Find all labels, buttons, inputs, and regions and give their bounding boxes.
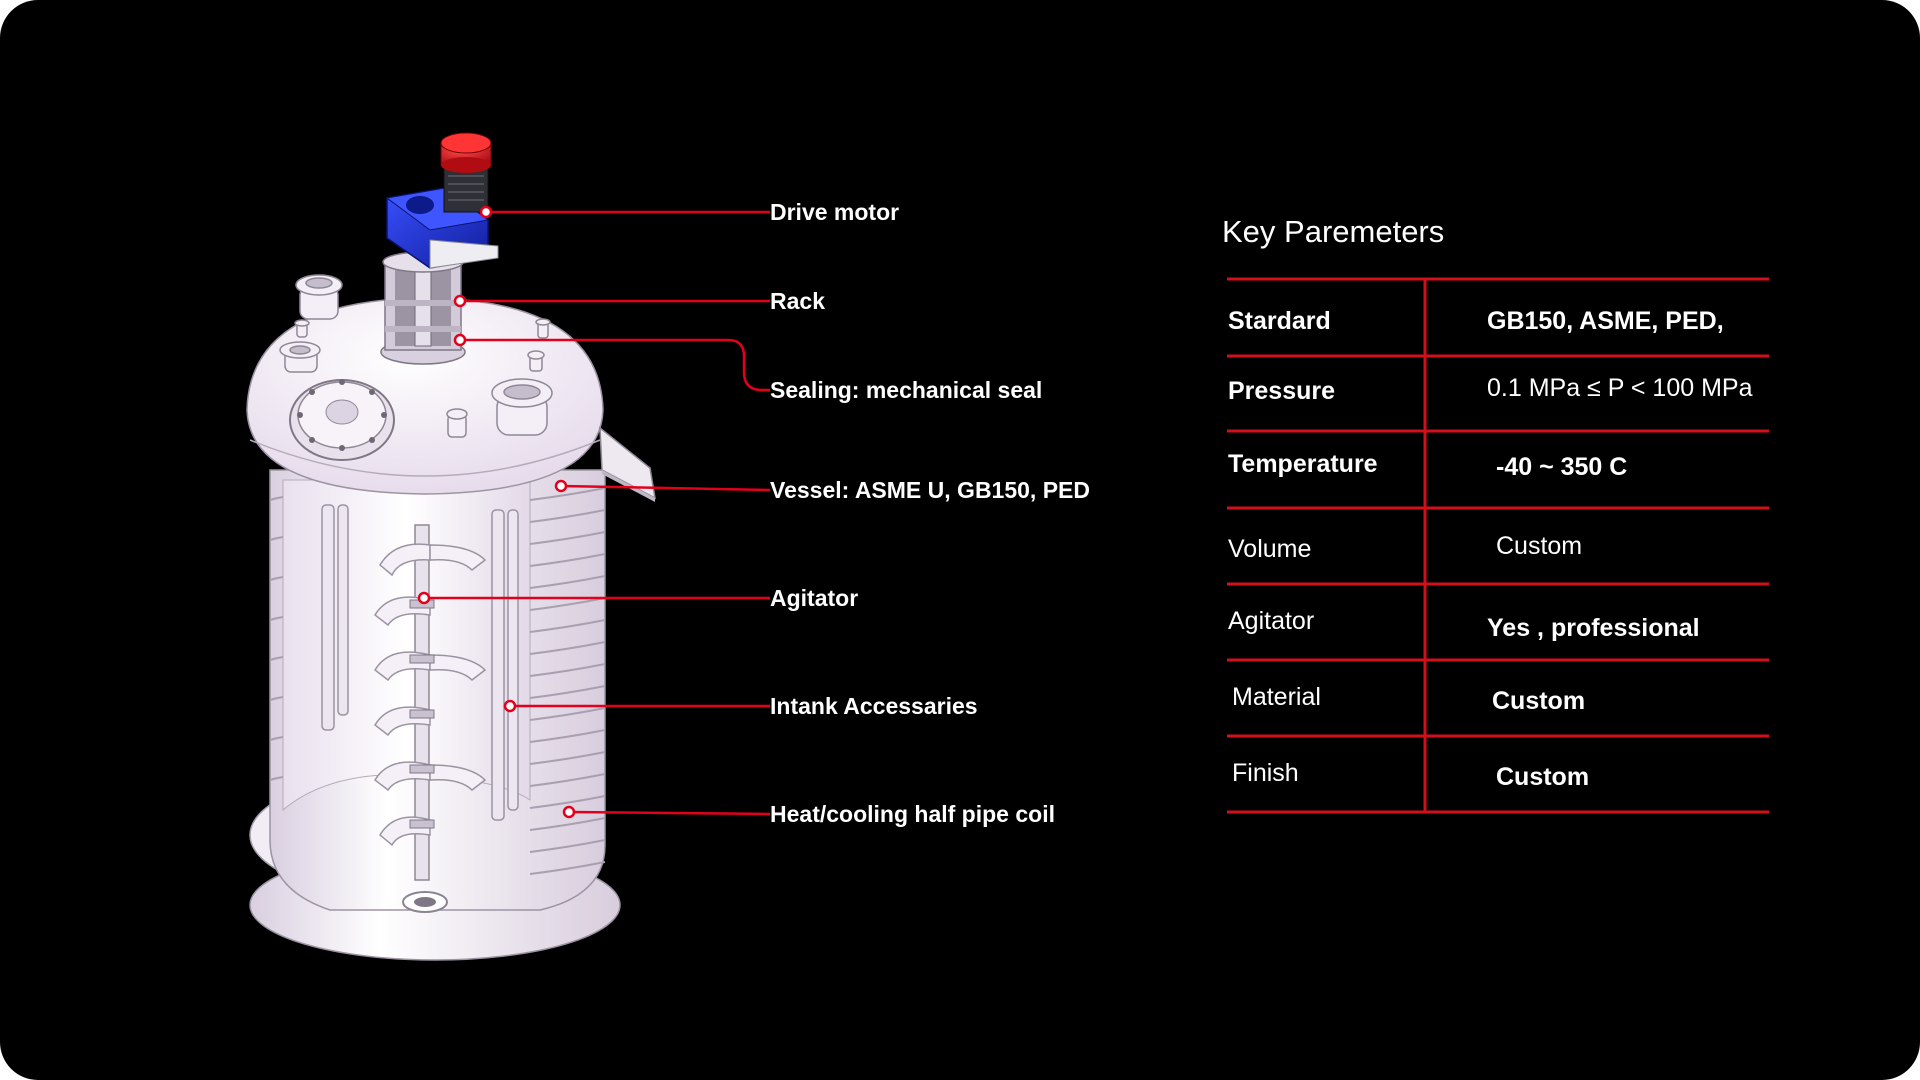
callout-agitator: Agitator xyxy=(770,585,859,611)
table-rules xyxy=(1227,277,1769,814)
param-value-material: Custom xyxy=(1492,687,1586,715)
param-label-finish: Finish xyxy=(1232,759,1299,787)
leader-lines xyxy=(424,210,771,816)
callout-rack: Rack xyxy=(770,288,825,314)
leader-endpoints xyxy=(417,205,576,819)
param-value-pressure: 0.1 MPa ≤ P < 100 MPa xyxy=(1487,374,1753,402)
param-label-material: Material xyxy=(1232,683,1321,711)
callout-drive-motor: Drive motor xyxy=(770,199,900,225)
param-label-agitator: Agitator xyxy=(1228,607,1315,635)
param-label-pressure: Pressure xyxy=(1228,377,1336,405)
rack-lantern xyxy=(380,251,466,365)
intank-pipes xyxy=(321,504,519,821)
callout-half-pipe-coil: Heat/cooling half pipe coil xyxy=(770,801,1055,827)
param-label-temperature: Temperature xyxy=(1228,450,1378,478)
param-value-finish: Custom xyxy=(1496,763,1590,791)
manway xyxy=(289,379,395,461)
nozzles xyxy=(279,274,553,438)
param-value-volume: Custom xyxy=(1496,532,1583,560)
gearbox xyxy=(385,187,499,269)
param-label-volume: Volume xyxy=(1228,535,1312,563)
parameters-title: Key Paremeters xyxy=(1222,214,1445,249)
callout-vessel: Vessel: ASME U, GB150, PED xyxy=(770,477,1091,503)
motor xyxy=(440,132,492,213)
callout-sealing: Sealing: mechanical seal xyxy=(770,377,1043,403)
param-label-standard: Stardard xyxy=(1228,307,1331,335)
param-value-agitator: Yes , professional xyxy=(1487,614,1700,642)
agitator-shaft xyxy=(374,524,487,881)
vessel-shell xyxy=(269,469,606,913)
param-value-standard: GB150, ASME, PED, xyxy=(1487,307,1724,335)
callout-intank-accessories: Intank Accessaries xyxy=(770,693,978,719)
support-bracket xyxy=(599,426,656,502)
param-value-temperature: -40 ~ 350 C xyxy=(1496,453,1628,481)
